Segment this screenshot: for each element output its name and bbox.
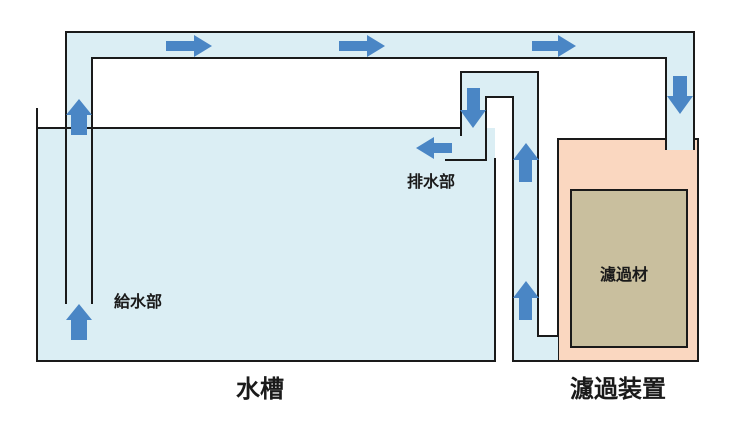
arrow-up-icon [513, 281, 539, 320]
filter-device-label: 濾過装置 [570, 375, 666, 403]
arrow-up-icon [66, 99, 92, 135]
arrow-up-icon [513, 143, 539, 182]
filter-media-label: 濾過材 [600, 265, 649, 284]
arrow-up-icon [66, 304, 92, 340]
arrow-right-icon [532, 35, 576, 57]
drain-label: 排水部 [407, 172, 456, 191]
flow-arrows [66, 35, 693, 340]
supply-label: 給水部 [114, 292, 163, 311]
arrow-down-icon [667, 76, 693, 114]
arrow-right-icon [166, 35, 212, 57]
tank-water [37, 128, 495, 361]
filter-media-block [570, 189, 688, 348]
tank-label: 水槽 [236, 375, 284, 403]
arrow-down-icon [460, 88, 486, 128]
arrow-right-icon [339, 35, 385, 57]
arrow-left-icon [416, 137, 452, 159]
